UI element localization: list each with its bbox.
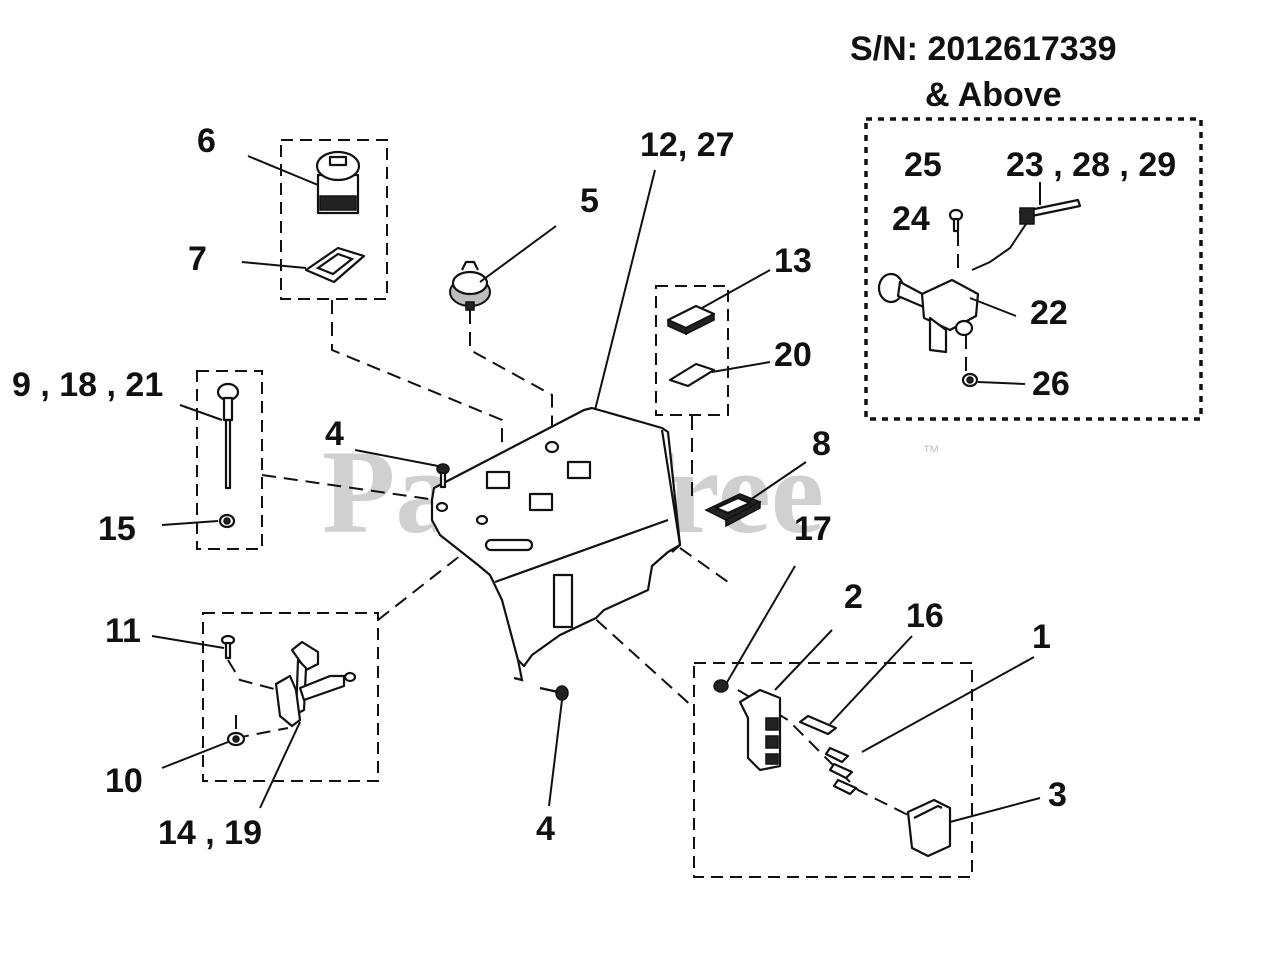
part-8-hour-meter [704,493,762,528]
panel-hole-switch [485,470,511,490]
callout-22: 22 [1030,294,1068,332]
callout-24: 24 [892,200,930,238]
part-17-nut [713,679,729,693]
part-11-bolt [220,634,236,660]
part-6-switch [315,150,361,215]
group-box-serial-above [864,117,1203,421]
assembly-line-connector [579,604,695,709]
callout-5: 5 [580,182,599,220]
panel-choke-hole [475,514,489,526]
callout-1: 1 [1032,618,1051,656]
assembly-line-nut-10 [235,715,289,740]
leader-13 [701,269,771,309]
leader-17 [725,565,796,685]
leader-22 [969,297,1017,317]
part-15-nut [218,513,236,529]
callout-20: 20 [774,336,812,374]
part-14-throttle-lever [274,640,357,728]
assembly-line-bolt-11 [227,659,279,691]
dash-panel [430,406,682,682]
panel-mount-hole [435,501,449,513]
callout-23-28-29: 23 , 28 , 29 [1006,146,1176,184]
assembly-line-panel-edge [679,547,729,583]
callout-3: 3 [1048,776,1067,814]
callout-16: 16 [906,597,944,635]
callout-2: 2 [844,578,863,616]
callout-15: 15 [98,510,136,548]
leader-14-19 [259,721,301,809]
callout-26: 26 [1032,365,1070,403]
callout-9-18-21: 9 , 18 , 21 [12,366,163,404]
part-26-nut [961,372,979,388]
part-4-screw-top [436,463,450,489]
leader-6 [247,155,319,186]
callout-25: 25 [904,146,942,184]
callout-17: 17 [794,510,832,548]
serial-number-line1: S/N: 2012617339 [850,30,1117,68]
callout-12-27: 12, 27 [640,126,735,164]
leader-2 [774,629,833,691]
leader-15 [161,520,219,526]
group-box-choke [196,370,263,550]
leader-20 [711,361,771,373]
leader-11 [151,635,225,649]
callout-8: 8 [812,425,831,463]
leader-16 [829,635,913,725]
part-9-choke-cable [216,382,240,490]
part-22-bracket [920,278,980,354]
leader-9-18-21 [179,404,223,421]
group-box-connector [693,662,973,878]
part-7-bezel [304,246,366,284]
part-13-lens [666,304,716,336]
panel-throttle-slot [484,538,534,552]
leader-26 [977,381,1026,385]
callout-14-19: 14 , 19 [158,814,262,852]
assembly-line-switch [331,300,503,448]
leader-7 [241,261,307,269]
watermark-trademark: ™ [922,442,940,462]
assembly-line-throttle [377,547,471,621]
callout-4-top: 4 [325,415,344,453]
panel-hole-center [528,492,554,512]
part-16-screw [798,714,838,736]
group-box-light [655,285,729,416]
part-10-nut [226,731,246,747]
leader-4-top [354,449,439,467]
part-23-cable [971,198,1082,271]
part-1-terminals [824,746,858,796]
serial-number-line2: & Above [925,76,1062,114]
panel-hole-right [566,460,592,480]
part-5-key-switch [449,260,491,311]
callout-6: 6 [197,122,216,160]
callout-10: 10 [105,762,143,800]
part-3-connector-cover [906,798,952,858]
panel-key-hole [544,440,560,454]
part-25-bolt [948,208,964,233]
callout-4-bottom: 4 [536,810,555,848]
leader-1 [861,656,1035,753]
part-20-gasket [668,362,716,388]
leader-3 [949,797,1041,823]
group-box-throttle [202,612,379,782]
leader-8 [749,461,807,501]
part-2-connector-housing [738,688,782,772]
panel-connector-slot [552,573,574,629]
leader-12-27 [594,169,656,411]
leader-5 [479,225,557,283]
assembly-line-key [469,310,553,432]
part-4-screw-bottom [539,685,569,701]
callout-7: 7 [188,240,207,278]
leader-4-bottom [548,699,563,807]
callout-11: 11 [105,612,141,650]
callout-13: 13 [774,242,812,280]
leader-10 [161,741,229,769]
